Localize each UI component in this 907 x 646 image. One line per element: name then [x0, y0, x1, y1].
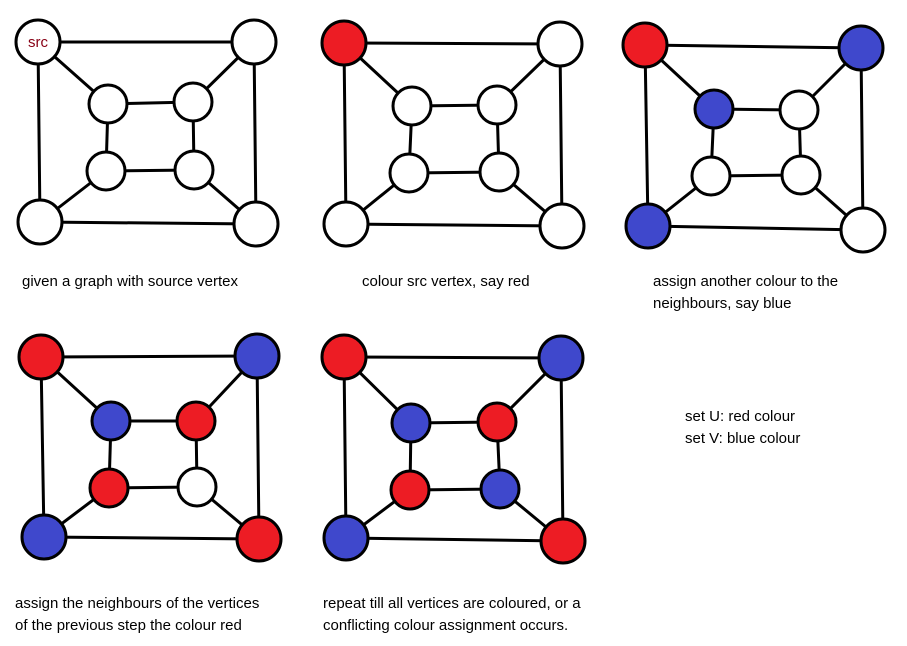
vertex-inner-bl: [85, 150, 127, 192]
vertex-inner-br: [479, 468, 521, 510]
vertex-outer-br: [235, 515, 283, 563]
vertex-outer-br: [839, 206, 887, 254]
vertex-outer-tr: [536, 20, 584, 68]
vertex-outer-tl: [17, 333, 65, 381]
caption-step-3: assign another colour to the neighbours,…: [653, 271, 838, 315]
vertex-inner-bl: [690, 155, 732, 197]
vertex-inner-tr: [172, 81, 214, 123]
vertex-inner-br: [780, 154, 822, 196]
vertex-outer-bl: [16, 198, 64, 246]
set-legend-line-v: set V: blue colour: [685, 430, 801, 447]
edge-outer-tr-outer-br: [559, 356, 565, 543]
caption-step-4-line-1: assign the neighbours of the vertices: [15, 595, 260, 612]
vertex-inner-tr: [778, 89, 820, 131]
edge-outer-br-outer-bl: [42, 535, 261, 541]
vertex-inner-bl: [88, 467, 130, 509]
caption-step-4: assign the neighbours of the vertices of…: [15, 593, 259, 637]
graph-step-3: [621, 21, 887, 254]
vertex-inner-tl: [90, 400, 132, 442]
vertex-outer-bl: [20, 513, 68, 561]
edge-outer-tr-outer-br: [252, 40, 258, 226]
vertex-outer-tl: [621, 21, 669, 69]
edge-outer-bl-outer-tl: [342, 355, 348, 540]
graph-step-1: src: [14, 18, 280, 248]
edge-outer-bl-outer-tl: [36, 40, 42, 224]
edge-outer-tl-outer-tr: [39, 354, 259, 359]
set-legend: set U: red colour set V: blue colour: [685, 406, 800, 450]
caption-step-3-line-2: neighbours, say blue: [653, 295, 792, 312]
vertex-outer-tl: [320, 19, 368, 67]
vertex-outer-bl: [322, 514, 370, 562]
set-legend-line-u: set U: red colour: [685, 408, 796, 425]
caption-step-5-line-2: conflicting colour assignment occurs.: [323, 617, 569, 634]
vertex-inner-tl: [391, 85, 433, 127]
caption-step-2: colour src vertex, say red: [362, 271, 530, 293]
edge-outer-br-outer-bl: [38, 220, 258, 226]
vertex-inner-tl: [87, 83, 129, 125]
source-vertex-label: src: [28, 34, 48, 51]
vertex-inner-bl: [388, 152, 430, 194]
vertex-outer-tr: [230, 18, 278, 66]
caption-step-4-line-2: of the previous step the colour red: [15, 617, 242, 634]
edge-outer-tl-outer-tr: [342, 41, 562, 46]
caption-step-5-line-1: repeat till all vertices are coloured, o…: [323, 595, 581, 612]
caption-step-1: given a graph with source vertex: [22, 271, 238, 293]
vertex-inner-br: [176, 466, 218, 508]
vertex-inner-br: [478, 151, 520, 193]
vertex-outer-bl: [624, 202, 672, 250]
edge-outer-br-outer-bl: [344, 536, 565, 543]
vertex-outer-tl: [320, 333, 368, 381]
graph-step-4: [17, 332, 283, 563]
edge-outer-bl-outer-tl: [643, 43, 650, 228]
graph-step-5: [320, 333, 587, 565]
vertex-inner-br: [173, 149, 215, 191]
graph-step-2: [320, 19, 586, 250]
vertex-outer-tr: [837, 24, 885, 72]
edge-outer-br-outer-bl: [646, 224, 865, 232]
edge-outer-tr-outer-br: [859, 46, 865, 232]
vertex-inner-tr: [175, 400, 217, 442]
vertex-inner-tl: [390, 402, 432, 444]
vertex-outer-br: [538, 202, 586, 250]
caption-step-3-line-1: assign another colour to the: [653, 273, 839, 290]
vertex-inner-tl: [693, 88, 735, 130]
vertex-outer-br: [539, 517, 587, 565]
edge-outer-tl-outer-tr: [342, 355, 563, 360]
edge-outer-br-outer-bl: [344, 222, 564, 228]
vertex-inner-tr: [476, 401, 518, 443]
vertex-outer-tr: [233, 332, 281, 380]
vertex-outer-bl: [322, 200, 370, 248]
caption-step-2-line-1: colour src vertex, say red: [362, 273, 530, 290]
caption-step-1-line-1: given a graph with source vertex: [22, 273, 238, 290]
vertex-outer-tl: [14, 18, 62, 66]
vertex-inner-tr: [476, 84, 518, 126]
edge-outer-bl-outer-tl: [39, 355, 46, 539]
vertex-inner-bl: [389, 469, 431, 511]
edge-outer-tl-outer-tr: [643, 43, 863, 50]
edge-outer-tr-outer-br: [255, 354, 261, 541]
edge-outer-bl-outer-tl: [342, 41, 348, 226]
edge-outer-tr-outer-br: [558, 42, 564, 228]
caption-step-5: repeat till all vertices are coloured, o…: [323, 593, 581, 637]
vertex-outer-br: [232, 200, 280, 248]
vertex-outer-tr: [537, 334, 585, 382]
